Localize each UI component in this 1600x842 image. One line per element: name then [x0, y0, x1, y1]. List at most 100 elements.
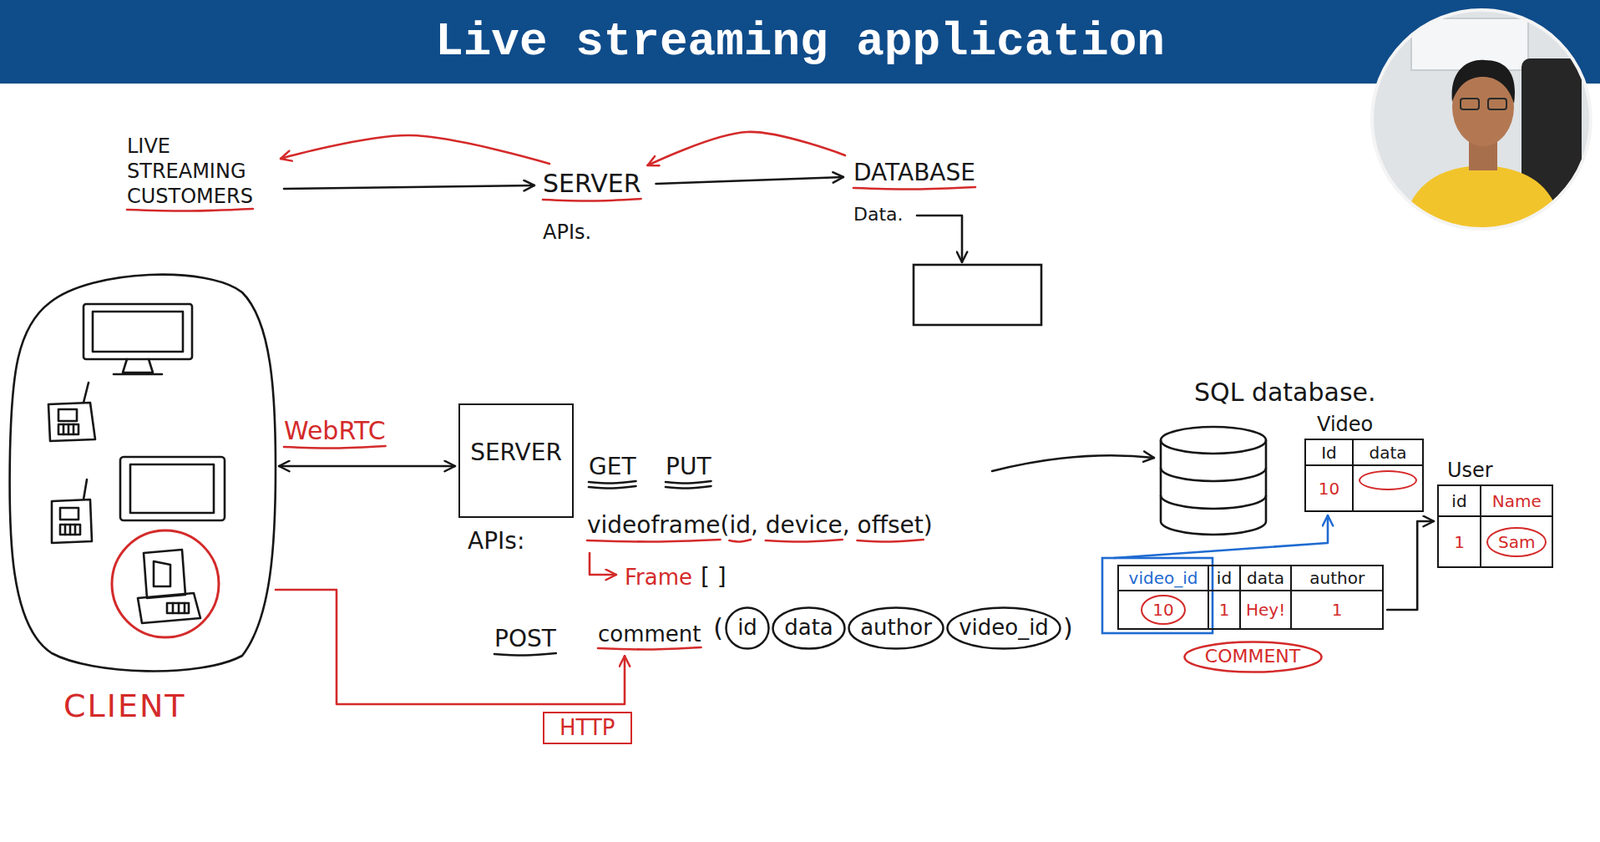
underlines — [126, 187, 976, 656]
api-signature: videoframe(id, device, offset) — [587, 511, 933, 540]
monitor — [83, 303, 193, 360]
terminal-keys — [65, 524, 76, 535]
table-cell-text: Hey! — [1245, 599, 1286, 620]
table-cell: id — [1438, 486, 1482, 517]
oval-outline — [1184, 641, 1322, 672]
devices — [48, 303, 225, 623]
underline — [597, 647, 702, 650]
table-cell-text: 1 — [1219, 599, 1231, 620]
underline — [729, 539, 751, 542]
table-cell-text: data — [1246, 567, 1285, 588]
table-cell-text: author — [1309, 567, 1365, 588]
outline — [6, 263, 286, 742]
connector — [283, 185, 535, 189]
client-title: CLIENT — [63, 687, 187, 726]
return-type: [ ] — [700, 562, 727, 592]
connectors — [275, 131, 1434, 704]
table-cell: 1 — [1209, 591, 1241, 630]
table-cell: id — [1209, 566, 1241, 592]
cylinder — [1160, 426, 1266, 535]
kiosk-keys — [172, 602, 185, 613]
server-title: SERVER — [542, 168, 642, 199]
terminal-antenna — [83, 382, 89, 403]
protocol-label: WebRTC — [283, 415, 386, 446]
underline — [283, 445, 386, 449]
text-wrap: SQL database. — [1194, 377, 1377, 408]
webcam-video — [1369, 6, 1595, 238]
param-text: data — [784, 614, 834, 641]
table-heading: User — [1447, 458, 1494, 483]
hair — [1452, 60, 1515, 104]
title-text: Live streaming application — [0, 0, 1600, 84]
underline — [665, 486, 711, 489]
title-bar: Live streaming application — [0, 0, 1600, 84]
cylinder-body — [1160, 440, 1266, 535]
monitor-base — [113, 373, 163, 376]
terminal-keys — [63, 424, 74, 435]
tablet — [120, 456, 225, 521]
table-name-text: COMMENT — [1205, 645, 1301, 668]
table-cell-text: 10 — [1318, 478, 1340, 499]
text-wrap: Video — [1316, 412, 1373, 437]
glasses — [1460, 98, 1479, 110]
shirt — [1401, 165, 1564, 238]
text-wrap: comment — [597, 621, 702, 648]
cylinder-top — [1160, 426, 1266, 454]
connector — [275, 589, 625, 704]
table-cell-text: Id — [1321, 442, 1337, 463]
table-cell: 1 — [1291, 591, 1384, 630]
text-wrap: author — [860, 614, 932, 641]
punctuation: ( — [713, 612, 724, 644]
underline — [853, 187, 976, 190]
underline — [765, 539, 843, 542]
table-cell-text: 10 — [1140, 594, 1185, 625]
table-cell: 10 — [1118, 591, 1210, 630]
connector — [280, 135, 550, 164]
table-cell: 10 — [1306, 465, 1354, 512]
database-cylinder: SQL database. — [1158, 377, 1380, 538]
server-label: SERVER APIs. — [542, 168, 642, 245]
actor-label: LIVE STREAMING CUSTOMERS — [126, 133, 276, 209]
glasses — [1488, 98, 1507, 110]
terminal-screen — [58, 409, 77, 421]
monitor-stand — [122, 359, 153, 373]
text-wrap: id — [737, 614, 758, 641]
table-cell-text: 1 — [1331, 599, 1343, 620]
table-heading: Video — [1316, 412, 1373, 437]
api-name-text: comment — [597, 621, 702, 648]
param-oval: id — [724, 606, 770, 650]
leader-arrow — [916, 215, 963, 263]
table-cell-text: id — [1451, 491, 1467, 512]
server-box: SERVER — [458, 403, 574, 518]
text-wrap: SERVER — [542, 168, 642, 199]
table-cell: Sam — [1481, 516, 1554, 568]
text-wrap: POST — [494, 624, 557, 654]
text-wrap: videoframe(id, device, offset) — [587, 511, 933, 540]
text-wrap: video_id — [958, 614, 1049, 641]
cylinder-ring — [1160, 467, 1266, 482]
underline — [542, 198, 642, 202]
http-method: PUT — [665, 452, 711, 482]
api-note: APIs. — [542, 220, 642, 245]
table-cell-text: id — [1216, 567, 1232, 588]
oval-outline — [726, 607, 770, 649]
text-wrap: HTTP — [542, 711, 633, 745]
param-text: author — [860, 614, 932, 641]
text-wrap: DATABASE — [853, 158, 976, 188]
section-label: APIs: — [467, 526, 525, 556]
underline — [126, 208, 254, 212]
terminal-keypad — [60, 524, 81, 535]
oval-outline — [849, 607, 944, 649]
http-method: POST — [494, 624, 557, 654]
monitor-screen — [92, 311, 183, 352]
text-wrap: APIs. — [542, 220, 642, 245]
text-wrap: LIVE STREAMING CUSTOMERS — [126, 133, 276, 209]
param-text: id — [737, 614, 758, 641]
param-text: video_id — [958, 614, 1049, 641]
server-title: SERVER — [460, 405, 573, 467]
text-wrap: User — [1447, 458, 1494, 483]
text-wrap: SERVER — [460, 405, 573, 467]
text-wrap: APIs: — [467, 526, 525, 556]
underline — [857, 539, 924, 542]
